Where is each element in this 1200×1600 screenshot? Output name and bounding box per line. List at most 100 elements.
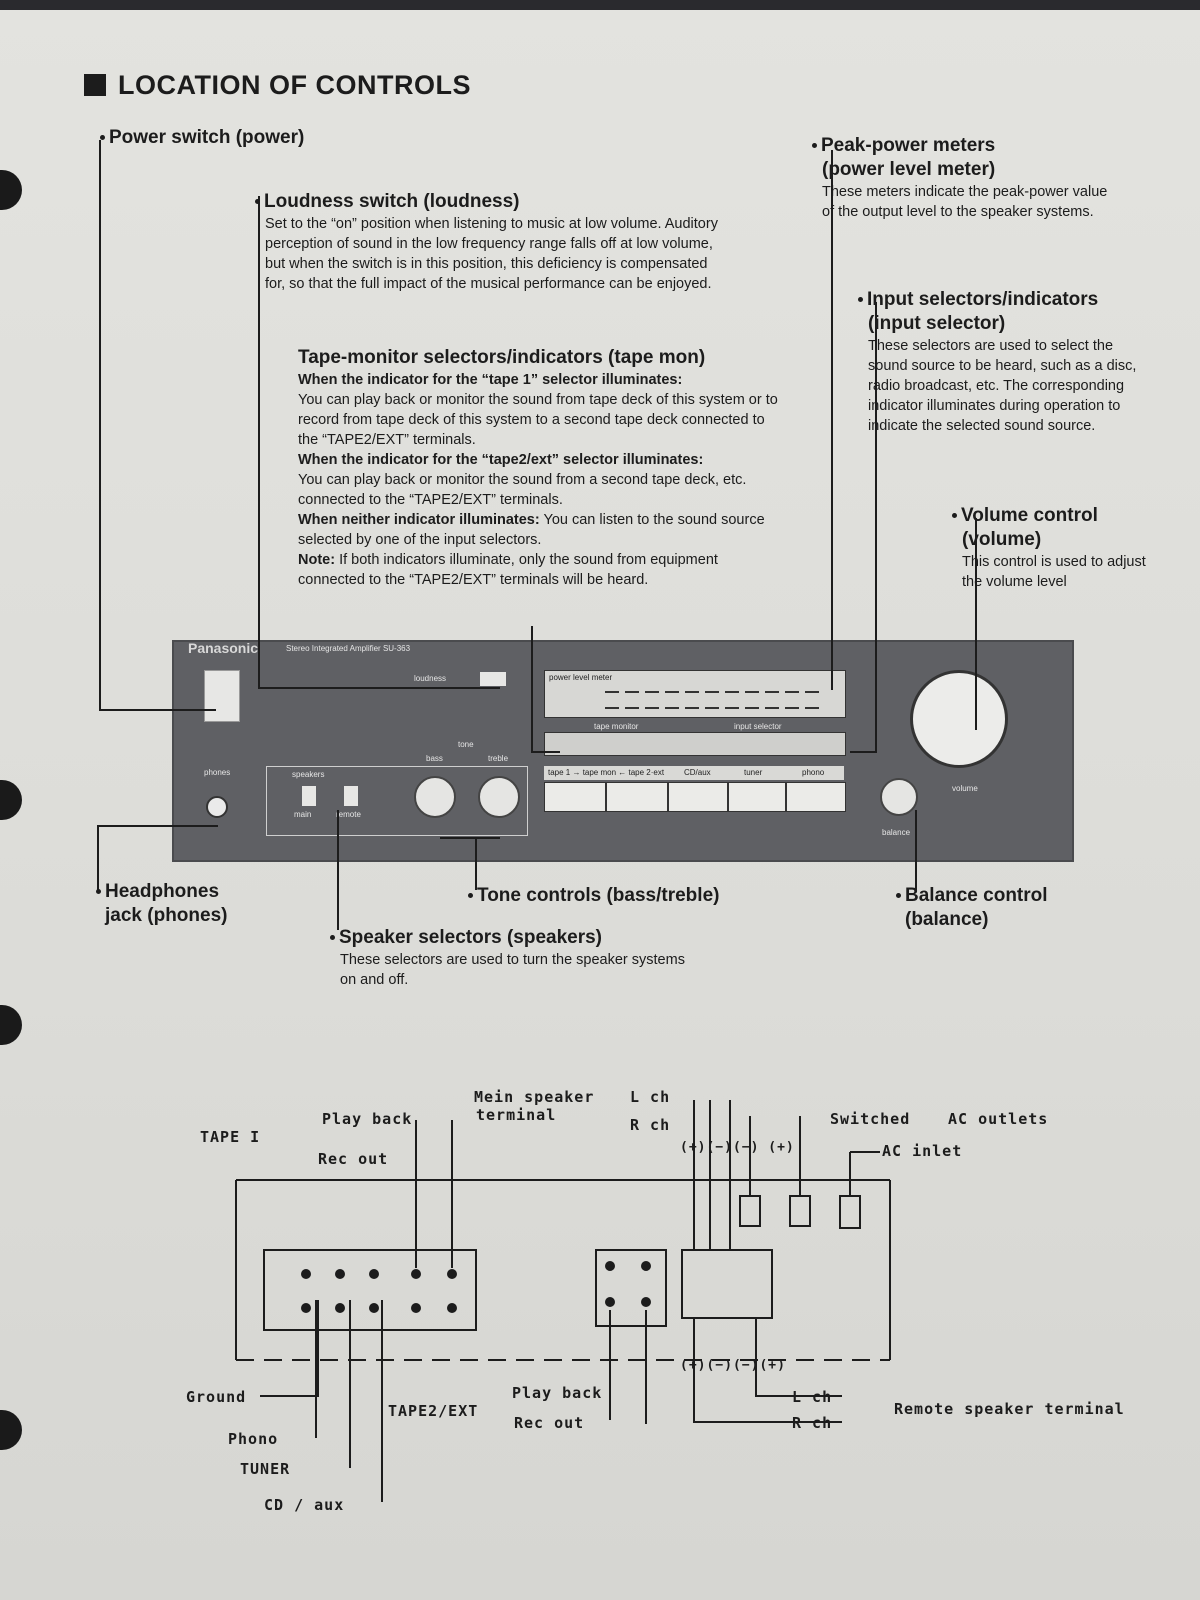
tape2-lead: When the indicator for the “tape2/ext” s… [298,452,704,468]
speaker-main-label: main [294,810,312,819]
loudness-switch-button[interactable] [480,672,506,686]
input-selectors-text: These selectors are used to select the s… [868,338,1137,434]
bullet-dot-icon [96,889,101,894]
tuner-button[interactable] [728,782,786,812]
ac-inlet [839,1195,861,1229]
bullet-dot-icon [255,199,260,204]
meter-segment [605,691,619,709]
meter-segment [625,691,639,709]
label-polarity-top: (+)(−)(−) (+) [680,1140,795,1155]
amplifier-front-panel: Panasonic Stereo Integrated Amplifier SU… [172,640,1074,862]
loudness-text: Set to the “on” position when listening … [265,216,718,292]
phono-button[interactable] [786,782,846,812]
meter-segment [805,691,819,709]
meter-segment [765,691,779,709]
leader-input-selector [850,302,877,753]
meter-segment [685,691,699,709]
binder-hole [0,1410,22,1450]
rear-panel-diagram [235,1100,891,1502]
volume-text: This control is used to adjust the volum… [962,554,1146,590]
binder-hole [0,1005,22,1045]
label-tape2-playback: Play back [512,1384,603,1402]
speaker-remote-label: remote [336,810,361,819]
label-ac-outlets: AC outlets [948,1110,1049,1128]
meter-segment [705,691,719,709]
speaker-main-switch[interactable] [302,786,316,806]
note-paragraph: Note: If both indicators illuminate, onl… [298,552,718,588]
label-ac-inlet: AC inlet [882,1142,963,1160]
selector-label-strip: tape 1 → tape mon ← tape 2·ext CD/aux tu… [544,766,844,780]
phones-panel-label: phones [204,768,231,777]
cdaux-button[interactable] [668,782,728,812]
power-switch-button[interactable] [204,670,240,722]
volume-knob[interactable] [910,670,1008,768]
speaker-remote-switch[interactable] [344,786,358,806]
button-label-tape: tape 1 → tape mon ← tape 2·ext [548,768,665,777]
label-polarity-bottom: (+)(−)(−)(+) [680,1358,786,1373]
tape2-button[interactable] [606,782,668,812]
speakers-block: Speaker selectors (speakers) These selec… [330,926,690,990]
section-title: LOCATION OF CONTROLS [84,70,471,101]
loudness-heading: Loudness switch (loudness) [255,190,725,214]
label-tape1-recout: Rec out [318,1150,389,1168]
square-bullet-icon [84,74,106,96]
input-selectors-block: Input selectors/indicators (input select… [858,288,1148,436]
headphones-heading: Headphones jack (phones) [96,880,227,928]
label-main-lch: L ch [630,1088,671,1106]
input-selector-panel-label: input selector [734,722,782,731]
leader-tone [440,837,500,890]
power-level-meter: power level meter [544,670,846,718]
meter-segment [725,691,739,709]
bullet-dot-icon [896,893,901,898]
meter-bars [605,687,845,711]
treble-panel-label: treble [488,754,509,763]
button-label-phono: phono [802,768,825,777]
label-remote-lch: L ch [792,1388,833,1406]
input-jack-block [263,1249,477,1331]
headphones-jack[interactable] [206,796,228,818]
speakers-heading: Speaker selectors (speakers) [330,926,690,950]
label-tape1-playback: Play back [322,1110,413,1128]
neither-paragraph: When neither indicator illuminates: You … [298,512,765,548]
bullet-dot-icon [812,143,817,148]
tone-heading: Tone controls (bass/treble) [468,884,719,908]
volume-block: Volume control (volume) This control is … [952,504,1172,592]
peak-meters-heading: Peak-power meters [812,134,1112,158]
tape1-lead: When the indicator for the “tape 1” sele… [298,372,683,388]
volume-heading: Volume control [952,504,1172,528]
tape-monitor-panel-label: tape monitor [594,722,639,731]
peak-meters-subheading: (power level meter) [822,159,996,180]
tape2-jack-block [595,1249,667,1327]
tape1-text: You can play back or monitor the sound f… [298,392,778,448]
balance-panel-label: balance [882,828,911,837]
label-ground: Ground [186,1388,247,1406]
label-tape1: TAPE I [200,1128,261,1146]
leader-headphones [97,825,218,890]
meter-segment [745,691,759,709]
label-main-rch: R ch [630,1116,671,1134]
balance-heading: Balance control (balance) [896,884,1048,932]
balance-knob[interactable] [880,778,918,816]
label-switched: Switched [830,1110,911,1128]
speakers-panel-label: speakers [292,770,325,779]
label-remote-speaker-terminal: Remote speaker terminal [894,1400,1125,1418]
treble-knob[interactable] [478,776,520,818]
meter-segment [665,691,679,709]
label-cdaux: CD / aux [264,1496,345,1514]
jack-circles [301,1261,651,1313]
peak-meters-text: These meters indicate the peak-power val… [822,184,1108,220]
peak-meters-block: Peak-power meters (power level meter) Th… [812,134,1112,222]
label-tape2ext: TAPE2/EXT [388,1402,479,1420]
label-main-speaker: Mein speaker [474,1088,595,1106]
tape1-button[interactable] [544,782,606,812]
speakers-text: These selectors are used to turn the spe… [340,952,685,988]
ac-outlet-1 [739,1195,761,1227]
button-label-tuner: tuner [744,768,763,777]
meter-segment [645,691,659,709]
label-main-speaker-terminal: terminal [476,1106,557,1124]
input-selectors-heading: Input selectors/indicators [858,288,1148,312]
bass-knob[interactable] [414,776,456,818]
loudness-block: Loudness switch (loudness) Set to the “o… [255,190,725,294]
bass-panel-label: bass [426,754,443,763]
